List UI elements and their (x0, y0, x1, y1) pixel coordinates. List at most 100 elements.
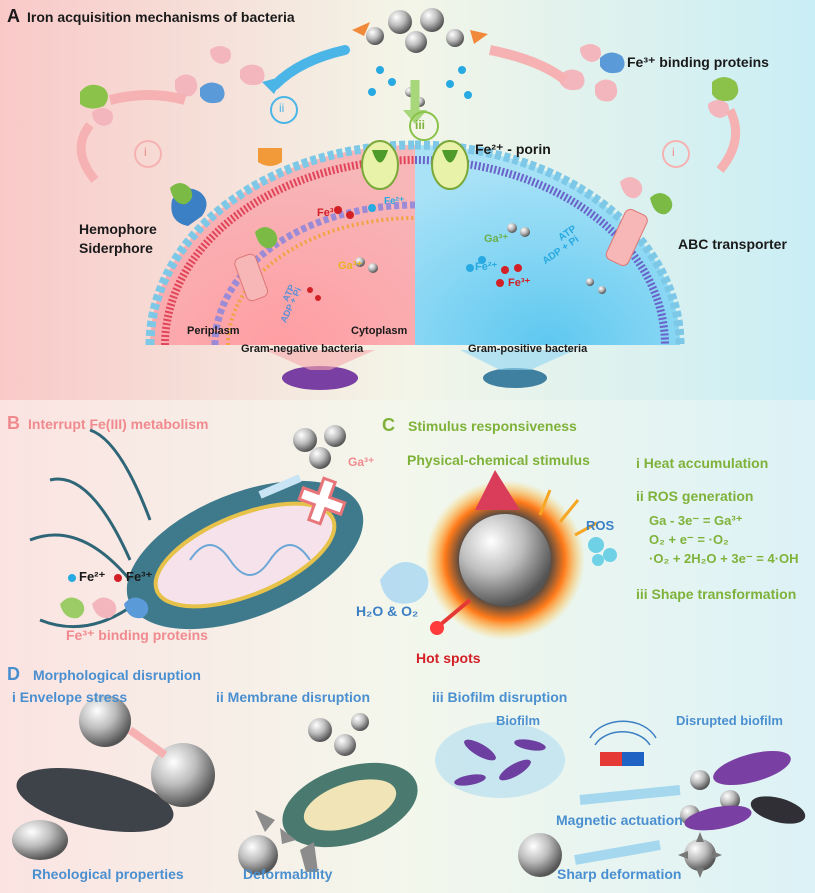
fe2-ions (368, 66, 486, 272)
protein-pink-right (708, 100, 729, 118)
protein-cluster-right-blue (600, 52, 625, 74)
abc-transporter-right (605, 208, 648, 266)
biofilm-disruption-title: iii Biofilm disruption (432, 689, 568, 705)
funnel-right (460, 350, 575, 370)
panel-d-title: Morphological disruption (33, 667, 201, 683)
fe2-porin-label: Fe²⁺ - porin (475, 141, 551, 157)
siderphore-label: Siderphore (79, 240, 153, 256)
magnet (589, 720, 657, 766)
hot-spots-label: Hot spots (416, 650, 481, 666)
cytoplasm-label: Cytoplasm (351, 325, 408, 337)
hemophore-label: Hemophore (79, 221, 157, 237)
periplasm-label: Periplasm (187, 325, 240, 337)
positive-membrane (414, 140, 685, 346)
arrow-sharp (574, 840, 661, 865)
biofilm-cluster (435, 722, 565, 798)
fe2-label-b: Fe²⁺ (79, 569, 106, 584)
arrow-cycle-left (76, 122, 99, 183)
bacterium-b-inner (153, 501, 337, 609)
spiky-balls (678, 770, 740, 878)
porin-right (431, 140, 469, 190)
bacterium-d-i (16, 767, 174, 833)
envelope-stress-title: i Envelope stress (12, 689, 128, 705)
gram-positive-cell (415, 145, 680, 345)
roman-ii: ii (279, 101, 285, 115)
disrupted-bacteria (684, 750, 806, 831)
panel-b-title: Interrupt Fe(III) metabolism (28, 416, 209, 432)
gram-positive-bacterium (483, 368, 547, 388)
fe2-label-a-left: Fe²⁺ (384, 196, 405, 207)
panel-d (12, 695, 806, 878)
panel-a-title: Iron acquisition mechanisms of bacteria (27, 9, 295, 25)
protein-cluster-right (560, 44, 618, 102)
hot-spot (430, 621, 444, 635)
equation-2: O₂ + e⁻ = ·O₂ (649, 532, 729, 547)
biofilm-label: Biofilm (496, 713, 541, 728)
ros-label: ROS (586, 518, 615, 533)
fe3-binding-proteins-label: Fe³⁺ binding proteins (627, 54, 769, 70)
positive-membrane-inner (414, 156, 669, 346)
funnel-left (265, 350, 375, 370)
arrow-i-right (489, 45, 569, 84)
receptor-orange (258, 148, 282, 166)
fe3-label-a-left: Fe³⁺ (317, 207, 340, 219)
gallium-particles-b (293, 425, 346, 469)
gram-negative-label: Gram-negative bacteria (241, 343, 364, 355)
ball-d-i-2 (151, 743, 215, 807)
arrow-d-i (127, 726, 168, 759)
roman-i-left: i (144, 145, 147, 159)
panel-b-letter: B (7, 413, 20, 433)
block-cross (297, 476, 347, 526)
ros-bubbles (588, 537, 617, 566)
sharp-deformation-label: Sharp deformation (557, 866, 682, 882)
gram-positive-label: Gram-positive bacteria (468, 343, 588, 355)
gallium-particles-top (352, 8, 488, 53)
stimulus-label: Physical-chemical stimulus (407, 452, 590, 468)
equation-3: ·O₂ + 2H₂O + 3e⁻ = 4·OH (649, 551, 799, 566)
panel-c (380, 470, 617, 640)
arrow-i-left (108, 90, 187, 105)
gallium-sphere-c (459, 514, 551, 606)
equation-1: Ga - 3e⁻ = Ga³⁺ (649, 513, 743, 528)
panel-a-letter: A (7, 6, 20, 26)
protein-cluster-left (175, 46, 265, 97)
water-splash (380, 562, 429, 604)
protein-green-right (712, 77, 739, 102)
roman-i-circle-right (662, 140, 690, 168)
bacterium-d-ii-inner (303, 779, 397, 831)
disrupted-biofilm-label: Disrupted biofilm (676, 713, 783, 728)
abc-transporter-label: ABC transporter (678, 236, 787, 252)
fe3-binding-proteins-b: Fe³⁺ binding proteins (66, 627, 208, 643)
ga3-label-b: Ga³⁺ (348, 455, 375, 469)
item-heat: i Heat accumulation (636, 455, 769, 471)
porin-left (361, 140, 399, 190)
arrow-cycle-right (716, 107, 741, 173)
membrane-disruption-title: ii Membrane disruption (216, 689, 371, 705)
gram-negative-cell (150, 145, 415, 345)
panel-c-letter: C (382, 415, 395, 435)
deformed-drop (12, 820, 68, 860)
roman-iii: iii (415, 118, 426, 132)
legend-b-dots (60, 574, 149, 619)
ga3-label-a-right: Ga³⁺ (484, 233, 509, 245)
arrow-magnetic (579, 785, 681, 805)
abc-transporter-left (234, 253, 269, 302)
cone-stimulus (475, 470, 520, 510)
fe2-label-a-right: Fe²⁺ (475, 261, 498, 273)
deformability-caption: Deformability (243, 866, 333, 882)
outer-membrane (145, 140, 416, 346)
ga3-label-a-left: Ga³⁺ (338, 260, 363, 272)
ball-sharp (518, 833, 562, 877)
h2o-o2-label: H₂O & O₂ (356, 603, 419, 619)
dna-strands (189, 544, 311, 576)
fe3-label-a-right: Fe³⁺ (508, 277, 531, 289)
panel-a (76, 8, 741, 390)
bacterium-b-flagella (29, 428, 152, 629)
arrow-b (258, 474, 302, 499)
magnetic-actuation-label: Magnetic actuation (556, 812, 683, 828)
ball-d-i-1 (79, 695, 131, 747)
fe3-label-b: Fe³⁺ (126, 569, 153, 584)
fe3-ions (307, 206, 522, 301)
roman-iii-circle (409, 111, 439, 141)
